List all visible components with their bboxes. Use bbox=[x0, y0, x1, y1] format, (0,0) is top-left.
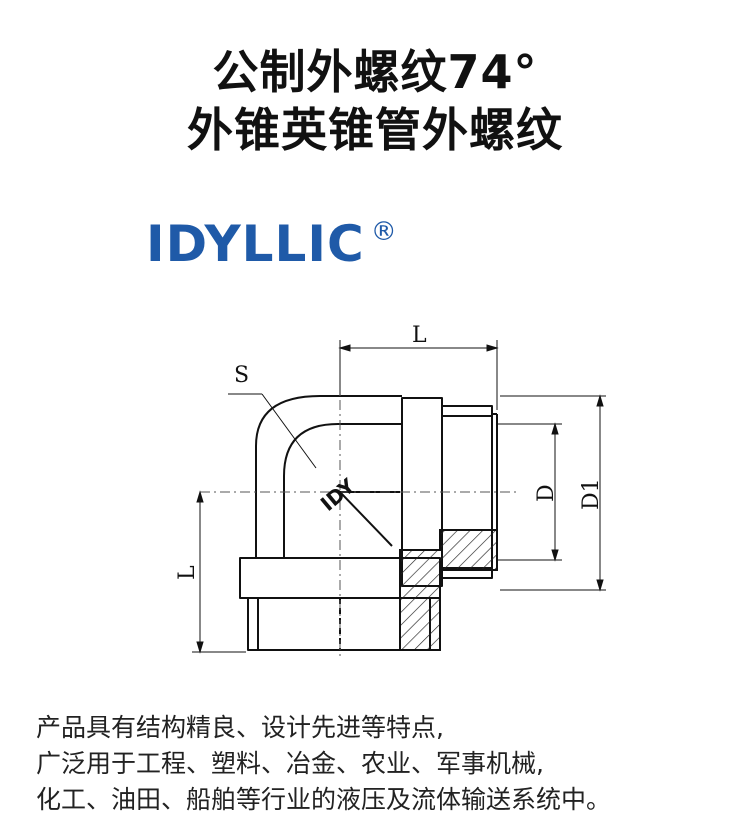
description-line-3: 化工、油田、船舶等行业的液压及流体输送系统中。 bbox=[36, 785, 612, 814]
label-l-top: L bbox=[412, 323, 427, 348]
elbow-fitting-drawing: S L L D D1 IDY bbox=[175, 323, 606, 660]
description-line-1: 产品具有结构精良、设计先进等特点, bbox=[36, 713, 444, 742]
label-d1: D1 bbox=[579, 478, 604, 510]
registered-mark: ® bbox=[370, 217, 397, 247]
title-line-2: 外锥英锥管外螺纹 bbox=[187, 103, 563, 157]
part-mark: IDY bbox=[316, 473, 360, 516]
hatched-section bbox=[399, 529, 498, 651]
brand-logo: IDYLLIC ® bbox=[146, 214, 397, 274]
label-s: S bbox=[234, 363, 249, 388]
label-d: D bbox=[534, 484, 559, 502]
label-l-left: L bbox=[175, 565, 200, 580]
description-line-2: 广泛用于工程、塑料、冶金、农业、军事机械, bbox=[36, 749, 544, 778]
title-line-1: 公制外螺纹74° bbox=[212, 45, 538, 99]
brand-name: IDYLLIC bbox=[146, 215, 365, 273]
elbow-inner-bend bbox=[283, 423, 402, 558]
